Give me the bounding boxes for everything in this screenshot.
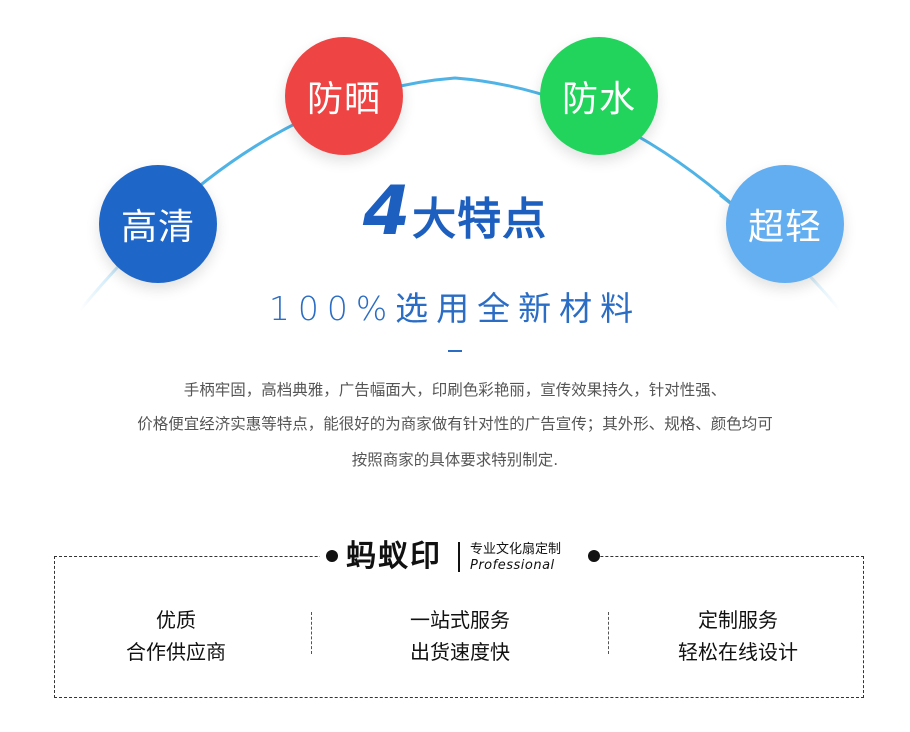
circle-gaoqing-label: 高清 [120,207,195,248]
feature-divider [608,612,609,654]
feature-title: 一站式服务 [410,608,510,632]
headline-text: 大特点 [412,194,548,245]
brand-name: 蚂蚁印 [346,539,442,574]
feature-custom: 定制服务 轻松在线设计 [628,604,848,668]
subline: 100%选用全新材料 [268,289,642,328]
circle-gaoqing: 高清 [99,165,217,283]
divider-dash [448,350,462,352]
brand-separator [458,542,460,572]
brand-english: Professional [470,558,555,573]
headline: 4大特点 [0,172,910,251]
headline-number: 4 [362,172,411,251]
bullet-dot-icon [588,550,600,562]
feature-title: 优质 [156,608,196,632]
feature-divider [311,612,312,654]
feature-subtitle: 合作供应商 [126,640,226,664]
description-line-2: 价格便宜经济实惠等特点，能很好的为商家做有针对性的广告宣传；其外形、规格、颜色均… [137,415,773,433]
feature-subtitle: 出货速度快 [410,640,510,664]
circle-chaoqing: 超轻 [726,165,844,283]
feature-title: 定制服务 [698,608,778,632]
feature-one-stop: 一站式服务 出货速度快 [350,604,570,668]
brand-header: 蚂蚁印 专业文化扇定制 Professional [320,538,600,576]
brand-subtitle: 专业文化扇定制 [470,542,562,557]
circle-fangshai-label: 防晒 [306,79,381,120]
circle-fangshai: 防晒 [285,37,403,155]
circle-fangshui-label: 防水 [561,79,636,120]
feature-quality: 优质 合作供应商 [66,604,286,668]
description-line-1: 手柄牢固，高档典雅，广告幅面大，印刷色彩艳丽，宣传效果持久，针对性强、 [183,381,727,399]
circle-fangshui: 防水 [540,37,658,155]
circle-chaoqing-label: 超轻 [747,207,822,248]
bullet-dot-icon [326,550,338,562]
description-line-3: 按照商家的具体要求特别制定. [351,451,559,469]
feature-subtitle: 轻松在线设计 [678,640,798,664]
